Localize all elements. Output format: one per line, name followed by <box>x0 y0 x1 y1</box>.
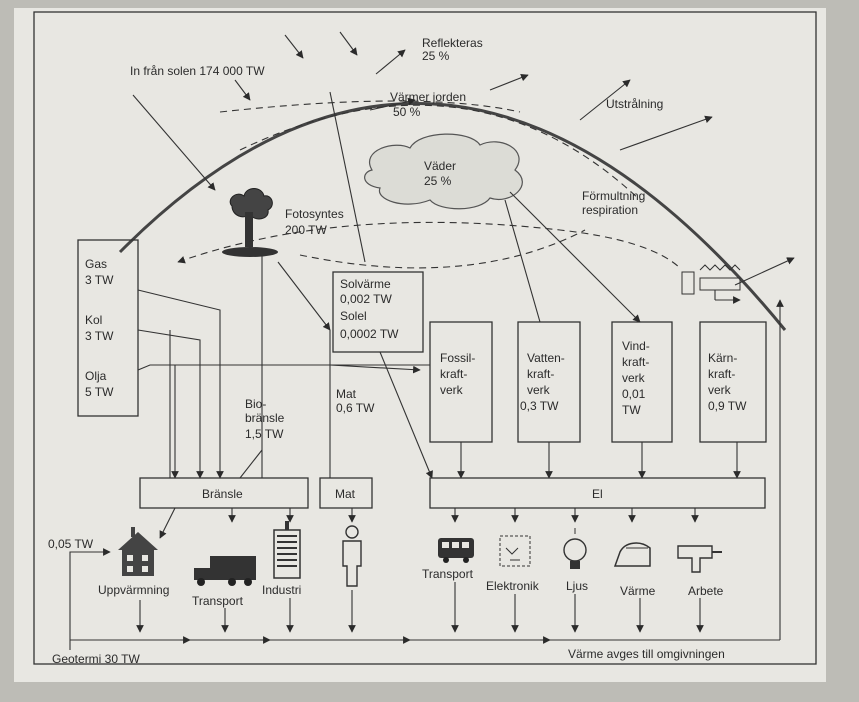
gas-value: 3 TW <box>85 273 114 287</box>
photosynthesis-flows <box>239 91 433 479</box>
biofuel-label-2: bränsle <box>245 411 285 425</box>
hydro-plant-l1: Vatten- <box>527 351 565 365</box>
solar-box <box>332 271 424 353</box>
tree-icon <box>222 188 278 257</box>
radiation-label: Utstrålning <box>606 97 663 111</box>
factory-icon <box>681 264 741 304</box>
heats-earth-value: 50 % <box>393 105 421 119</box>
drill-icon <box>677 545 722 573</box>
industry-label: Industri <box>262 583 301 597</box>
photosynthesis-value: 200 TW <box>285 223 327 237</box>
iron-icon <box>613 542 651 567</box>
electronics-icon <box>499 535 531 567</box>
geo-small-label: 0,05 TW <box>48 537 94 551</box>
coal-label: Kol <box>85 313 102 327</box>
respiration-label: respiration <box>582 203 638 217</box>
inner-heat-arc <box>219 100 521 113</box>
work-label: Arbete <box>688 584 724 598</box>
heat-out-label: Värme avges till omgivningen <box>568 647 725 661</box>
biofuel-label-1: Bio- <box>245 397 266 411</box>
gas-label: Gas <box>85 257 107 271</box>
solar-heat-value: 0,002 TW <box>340 292 392 306</box>
fossil-flows <box>137 289 430 479</box>
light-label: Ljus <box>566 579 588 593</box>
food-flow-label: Mat <box>336 387 357 401</box>
power-plants: Fossil- kraft- verk Vatten- kraft- verk … <box>429 321 767 443</box>
radiation-arrows <box>369 73 795 286</box>
biomass-loop <box>177 221 681 269</box>
heats-earth-label: Värmer jorden <box>390 90 466 104</box>
food-bar <box>319 477 373 509</box>
nuclear-plant-box <box>699 321 767 443</box>
wind-plant-l4: 0,01 <box>622 387 646 401</box>
food-bar-label: Mat <box>335 487 356 501</box>
food-flow-value: 0,6 TW <box>336 401 375 415</box>
reflected-value: 25 % <box>422 49 450 63</box>
nuclear-plant-l1: Kärn- <box>708 351 737 365</box>
solar-el-label: Solel <box>340 309 367 323</box>
truck-icon <box>194 556 256 586</box>
house-icon <box>118 527 158 576</box>
nuclear-plant-l2: kraft- <box>708 367 735 381</box>
solar-el-value: 0,0002 TW <box>340 327 399 341</box>
sun-rays <box>132 31 406 191</box>
nuclear-plant-l4: 0,9 TW <box>708 399 747 413</box>
oil-value: 5 TW <box>85 385 114 399</box>
fossil-plant-l2: kraft- <box>440 367 467 381</box>
wind-plant-l1: Vind- <box>622 339 650 353</box>
heat-label: Värme <box>620 584 656 598</box>
bus-icon <box>438 538 474 563</box>
hydro-plant-l4: 0,3 TW <box>520 399 559 413</box>
wind-plant-l5: TW <box>622 403 641 417</box>
industry-icon <box>273 521 301 579</box>
biofuel-value: 1,5 TW <box>245 427 284 441</box>
photosynthesis-label: Fotosyntes <box>285 207 344 221</box>
weather-value: 25 % <box>424 174 452 188</box>
weather-cloud <box>364 133 523 210</box>
use-outputs <box>136 582 704 633</box>
fuel-bar <box>139 477 309 509</box>
fossil-plant-l3: verk <box>440 383 464 397</box>
sun-label: In från solen 174 000 TW <box>130 64 265 78</box>
oil-label: Olja <box>85 369 107 383</box>
warming-arc <box>239 104 641 201</box>
atmosphere-arc <box>118 102 787 331</box>
geothermal-label: Geotermi 30 TW <box>52 652 140 666</box>
heat-line <box>69 299 784 650</box>
light-bulb-icon <box>563 528 587 569</box>
coal-value: 3 TW <box>85 329 114 343</box>
wind-plant-l3: verk <box>622 371 646 385</box>
wind-plant-l2: kraft- <box>622 355 649 369</box>
hydro-plant-l2: kraft- <box>527 367 554 381</box>
fossil-stock-box <box>77 239 139 417</box>
electronics-label: Elektronik <box>486 579 540 593</box>
decay-loop <box>299 229 586 269</box>
transport-label-1: Transport <box>192 594 244 608</box>
solar-heat-label: Solvärme <box>340 277 391 291</box>
nuclear-plant-l3: verk <box>708 383 732 397</box>
reflected-label: Reflekteras <box>422 36 483 50</box>
hydro-plant-l3: verk <box>527 383 551 397</box>
transport-label-2: Transport <box>422 567 474 581</box>
plant-outputs <box>457 442 741 479</box>
weather-flows <box>504 191 641 323</box>
fossil-plant-l1: Fossil- <box>440 351 475 365</box>
bar-outputs <box>159 507 699 539</box>
el-bar <box>429 477 766 509</box>
person-icon <box>342 525 362 587</box>
el-bar-label: El <box>592 487 603 501</box>
decay-label: Förmultning <box>582 189 645 203</box>
fuel-bar-label: Bränsle <box>202 487 243 501</box>
diagram-frame <box>33 11 817 665</box>
heating-label: Uppvärmning <box>98 583 169 597</box>
weather-label: Väder <box>424 159 456 173</box>
